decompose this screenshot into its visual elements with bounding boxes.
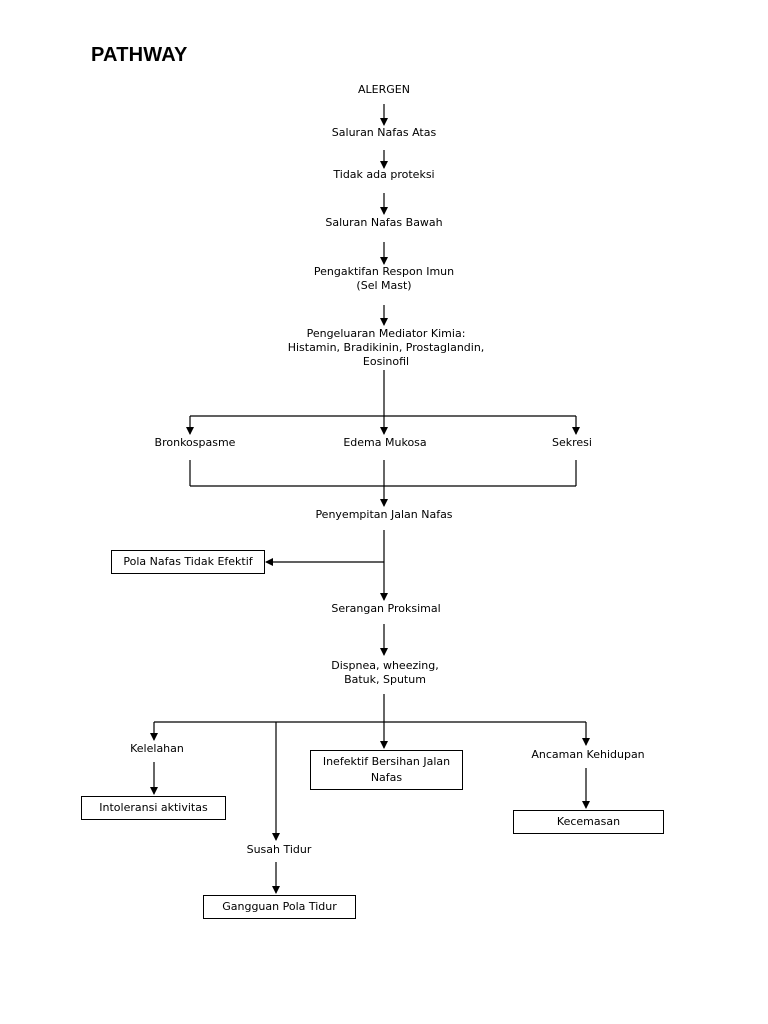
node-mediator-line1: Pengeluaran Mediator Kimia: bbox=[306, 327, 466, 340]
node-respon-imun-line1: Pengaktifan Respon Imun bbox=[313, 265, 455, 278]
node-dispnea-line1: Dispnea, wheezing, bbox=[331, 659, 439, 672]
box-intoleransi-aktivitas: Intoleransi aktivitas bbox=[81, 796, 226, 820]
box-gangguan-pola-tidur: Gangguan Pola Tidur bbox=[203, 895, 356, 919]
node-saluran-nafas-bawah: Saluran Nafas Bawah bbox=[325, 216, 443, 229]
node-edema-mukosa: Edema Mukosa bbox=[343, 436, 427, 449]
node-bronkospasme: Bronkospasme bbox=[154, 436, 236, 449]
node-serangan-proksimal: Serangan Proksimal bbox=[331, 602, 441, 615]
node-alergen: ALERGEN bbox=[358, 83, 410, 96]
box-inefektif-bersihan: Inefektif Bersihan Jalan Nafas bbox=[310, 750, 463, 790]
node-susah-tidur: Susah Tidur bbox=[246, 843, 312, 856]
node-dispnea-line2: Batuk, Sputum bbox=[344, 673, 426, 686]
node-dispnea: Dispnea, wheezing, Batuk, Sputum bbox=[331, 659, 439, 687]
box-inefektif-line2: Nafas bbox=[370, 771, 403, 784]
node-kelelahan: Kelelahan bbox=[130, 742, 184, 755]
node-ancaman-kehidupan: Ancaman Kehidupan bbox=[531, 748, 645, 761]
node-mediator-kimia: Pengeluaran Mediator Kimia: Histamin, Br… bbox=[288, 327, 485, 369]
node-respon-imun: Pengaktifan Respon Imun (Sel Mast) bbox=[314, 265, 454, 293]
node-penyempitan: Penyempitan Jalan Nafas bbox=[315, 508, 453, 521]
node-saluran-nafas-atas: Saluran Nafas Atas bbox=[331, 126, 437, 139]
box-inefektif-line1: Inefektif Bersihan Jalan bbox=[322, 755, 451, 768]
node-mediator-line3: Eosinofil bbox=[362, 355, 410, 368]
box-kecemasan: Kecemasan bbox=[513, 810, 664, 834]
box-pola-nafas: Pola Nafas Tidak Efektif bbox=[111, 550, 265, 574]
page-title: PATHWAY bbox=[91, 44, 188, 66]
node-mediator-line2: Histamin, Bradikinin, Prostaglandin, bbox=[287, 341, 485, 354]
node-respon-imun-line2: (Sel Mast) bbox=[356, 279, 412, 292]
node-sekresi: Sekresi bbox=[552, 436, 592, 449]
node-tidak-ada-proteksi: Tidak ada proteksi bbox=[333, 168, 435, 181]
